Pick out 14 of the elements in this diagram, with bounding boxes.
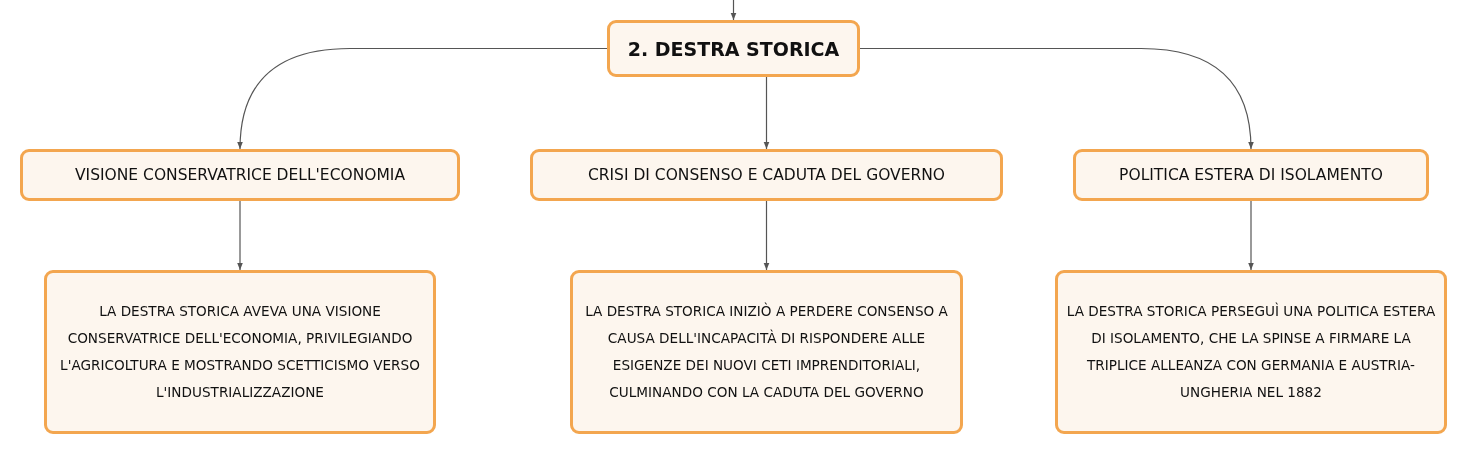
connector-arrow xyxy=(730,0,737,21)
connector-arrow xyxy=(859,47,1254,150)
connector-arrow xyxy=(763,200,770,271)
topic-box: CRISI DI CONSENSO E CADUTA DEL GOVERNO xyxy=(530,149,1003,201)
topic-box: POLITICA ESTERA DI ISOLAMENTO xyxy=(1073,149,1429,201)
description-box: LA DESTRA STORICA INIZIÒ A PERDERE CONSENSO A CAUSA DELL'INCAPACITÀ DI RISPONDERE ALLE ESIGENZE DEI NUOVI CETI IMPRENDITORIALI, CULMINANDO CON LA CADUTA DEL GOVERNO xyxy=(570,270,963,434)
description-box: LA DESTRA STORICA PERSEGUÌ UNA POLITICA ESTERA DI ISOLAMENTO, CHE LA SPINSE A FIRMARE LA TRIPLICE ALLEANZA CON GERMANIA E AUSTRIA-UNGHERIA NEL 1882 xyxy=(1055,270,1447,434)
topic-box: VISIONE CONSERVATRICE DELL'ECONOMIA xyxy=(20,149,460,201)
connector-arrow xyxy=(237,47,608,150)
connector-arrow xyxy=(763,76,770,150)
root-topic-box: 2. DESTRA STORICA xyxy=(607,20,860,77)
connector-arrow xyxy=(1248,200,1254,271)
connector-arrow xyxy=(237,200,243,271)
description-box: LA DESTRA STORICA AVEVA UNA VISIONE CONSERVATRICE DELL'ECONOMIA, PRIVILEGIANDO L'AGRICOLTURA E MOSTRANDO SCETTICISMO VERSO L'INDUSTRIALIZZAZIONE xyxy=(44,270,436,434)
